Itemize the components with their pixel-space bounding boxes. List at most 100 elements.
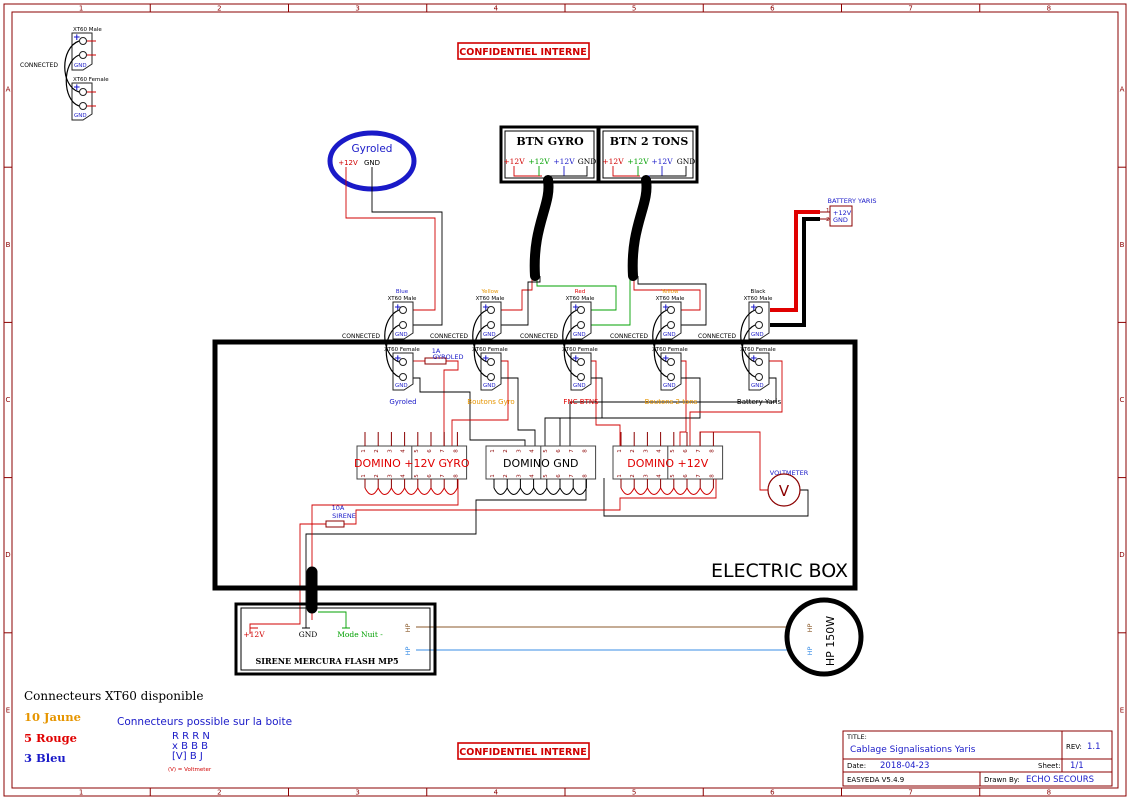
frame-col-top-6: 6 [770,5,775,13]
connector-male-body [392,301,414,340]
frame-col-bottom-6: 6 [770,789,775,797]
domino-pin-top-7: 7 [440,449,446,453]
sirene-hp-bottom: HP [404,647,412,656]
rev-label: REV: [1066,743,1082,751]
domino-pin-bottom-6: 6 [427,474,433,478]
connector-male-label: XT60 Male [566,296,595,302]
notes-blue: 3 Bleu [24,751,66,765]
domino-pin-top-2: 2 [374,449,380,453]
connector-female-pin-gnd [755,373,763,381]
domino-bridge [686,487,701,495]
connector-male-pin-gnd [399,321,407,329]
connector-color-label: Yellow [481,289,499,295]
frame-col-top-2: 2 [217,5,221,13]
connector-male-body [748,301,770,340]
connector-female-gnd: GND [751,383,764,389]
domino-pin-top-3: 3 [387,449,393,453]
domino-bridge [546,487,561,495]
domino-pin-top-6: 6 [683,449,689,453]
domino-bridge [673,487,688,495]
battery-pin-gnd: GND [833,216,848,224]
frame-col-bottom-1: 1 [79,789,83,797]
frame-col-bottom-4: 4 [494,789,499,797]
legend-male-gnd: GND [74,63,87,69]
connector-female-pin-plus [577,358,585,366]
connector-female-pin-gnd [577,373,585,381]
domino-bridge [404,487,419,495]
legend-male-plus: + [73,33,81,43]
domino-pin-top-6: 6 [556,449,562,453]
connector-female-label: XT60 Female [562,347,598,353]
connector-female-gnd: GND [663,383,676,389]
gyroled-pin-12v: +12V [338,159,358,167]
domino-bridge [506,487,521,495]
domino-pin-top-7: 7 [696,449,702,453]
fuse-sirene: 10A SIRENE [325,504,356,528]
domino-pin-bottom-6: 6 [556,474,562,478]
notes: Connecteurs XT60 disponible 10 Jaune 5 R… [24,689,292,773]
domino-label: DOMINO +12V GYRO [354,457,470,470]
legend-male-label: XT60 Male [73,27,102,33]
connector-male-pin-plus [755,306,763,314]
frame-row-left-D: D [5,551,10,559]
rev-value: 1.1 [1087,742,1101,752]
frame-col-top-7: 7 [908,5,912,13]
connector-male-label: XT60 Male [476,296,505,302]
frame-row-left-A: A [6,86,11,94]
btn-gyro-pin-2: +12V [528,157,550,166]
domino-pin-bottom-4: 4 [401,474,407,478]
fuse-gyroled: 1A GYROLED [424,347,464,365]
domino-pin-top-1: 1 [361,449,367,453]
domino-bridge [390,487,406,495]
btn-gyro-box: BTN GYRO +12V +12V +12V GND [499,125,600,184]
domino-bridge [430,487,445,495]
connector-color-label: Red [575,289,585,295]
voltmeter: VOLTMETER V [767,469,809,507]
connector-female-pin-gnd [667,373,675,381]
frame-row-right-E: E [1120,706,1124,714]
notes-yellow: 10 Jaune [24,710,81,724]
domino-pin-top-3: 3 [516,449,522,453]
connector-male-body [570,301,592,340]
connector-female-gnd: GND [483,383,496,389]
sirene-pin-mode: Mode Nuit - [337,630,383,639]
btn-gyro-pin-4: GND [578,157,597,166]
domino-pin-bottom-3: 3 [387,474,393,478]
sheet-label: Sheet: [1038,762,1061,770]
battery-pin2-num: 2 [826,217,830,223]
connector-female-gnd: GND [395,383,408,389]
connector-female-gnd: GND [573,383,586,389]
connector-female-plus: + [750,354,758,364]
connector-female-body [660,352,682,391]
domino-pin-top-4: 4 [657,449,663,453]
connector-male-plus: + [394,303,402,313]
domino-pin-bottom-4: 4 [657,474,663,478]
connector-name: FNC BTNS [563,398,599,406]
drawn-label: Drawn By: [984,776,1020,784]
connector-male-plus: + [662,303,670,313]
connector-female-plus: + [662,354,670,364]
sirene-hp-top: HP [404,624,412,633]
domino-pin-top-2: 2 [503,449,509,453]
connector-link-gnd [563,324,578,378]
domino-bridge [519,487,535,495]
connector-female-pin-plus [755,358,763,366]
connector-male-label: XT60 Male [744,296,773,302]
connector-female-label: XT60 Female [740,347,776,353]
connector-female-label: XT60 Female [384,347,420,353]
frame-row-right-B: B [1120,241,1125,249]
connector-male-pin-plus [487,306,495,314]
domino-bridge [533,487,548,495]
connector-female-label: XT60 Female [472,347,508,353]
connector-male-pin-plus [667,306,675,314]
domino-pin-bottom-5: 5 [543,474,549,478]
connector-male-plus: + [572,303,580,313]
domino-bridge [443,487,458,495]
